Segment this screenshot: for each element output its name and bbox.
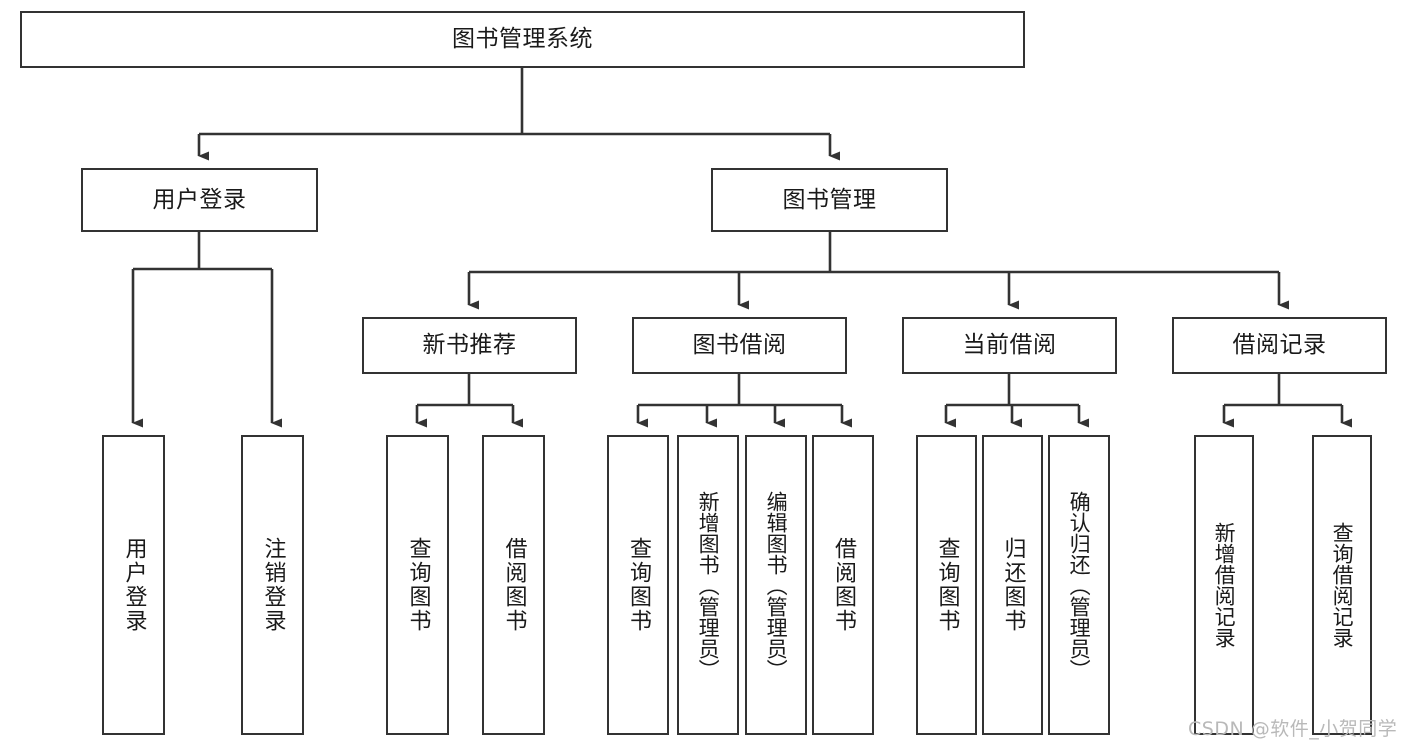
node-leaf-edit-book[interactable]: 编辑图书（管理员） <box>745 435 807 735</box>
node-leaf-logout-login[interactable]: 注销登录 <box>241 435 304 735</box>
node-label: 查询图书 <box>405 537 431 633</box>
node-borrow-record[interactable]: 借阅记录 <box>1172 317 1387 374</box>
node-book-management[interactable]: 图书管理 <box>711 168 948 232</box>
node-label: 用户登录 <box>152 186 247 213</box>
node-label: 查询图书 <box>625 537 651 633</box>
node-label: 用户登录 <box>121 537 147 633</box>
node-leaf-add-borrow-record[interactable]: 新增借阅记录 <box>1194 435 1254 735</box>
node-label: 注销登录 <box>260 537 286 633</box>
node-leaf-query-borrow-record[interactable]: 查询借阅记录 <box>1312 435 1372 735</box>
node-label: 新增借阅记录 <box>1212 522 1237 648</box>
node-user-login[interactable]: 用户登录 <box>81 168 318 232</box>
node-label: 借阅图书 <box>501 537 527 633</box>
node-leaf-add-book[interactable]: 新增图书（管理员） <box>677 435 739 735</box>
node-leaf-confirm-return[interactable]: 确认归还（管理员） <box>1048 435 1110 735</box>
node-current-borrow[interactable]: 当前借阅 <box>902 317 1117 374</box>
node-label: 编辑图书（管理员） <box>764 490 789 680</box>
node-leaf-query-book-borrow[interactable]: 查询图书 <box>607 435 669 735</box>
node-label: 查询图书 <box>934 537 960 633</box>
node-book-borrow[interactable]: 图书借阅 <box>632 317 847 374</box>
node-label: 图书管理 <box>782 186 877 213</box>
node-label: 查询借阅记录 <box>1330 522 1355 648</box>
node-label: 当前借阅 <box>962 332 1057 358</box>
node-leaf-borrow-book-new[interactable]: 借阅图书 <box>482 435 545 735</box>
watermark-text: CSDN @软件_小贺同学 <box>1188 718 1398 740</box>
node-leaf-borrow-book-borrow[interactable]: 借阅图书 <box>812 435 874 735</box>
node-leaf-query-book-new[interactable]: 查询图书 <box>386 435 449 735</box>
node-leaf-query-book-current[interactable]: 查询图书 <box>916 435 977 735</box>
node-leaf-user-login[interactable]: 用户登录 <box>102 435 165 735</box>
node-label: 新增图书（管理员） <box>696 490 721 680</box>
node-label: 图书借阅 <box>692 332 787 358</box>
node-leaf-return-book[interactable]: 归还图书 <box>982 435 1043 735</box>
node-label: 借阅图书 <box>830 537 856 633</box>
node-root-book-management-system[interactable]: 图书管理系统 <box>20 11 1025 68</box>
node-label: 新书推荐 <box>422 332 517 358</box>
node-new-book-recommend[interactable]: 新书推荐 <box>362 317 577 374</box>
node-label: 借阅记录 <box>1232 332 1327 358</box>
node-label: 归还图书 <box>1000 537 1026 633</box>
node-label: 确认归还（管理员） <box>1067 490 1092 680</box>
node-label: 图书管理系统 <box>452 26 593 52</box>
